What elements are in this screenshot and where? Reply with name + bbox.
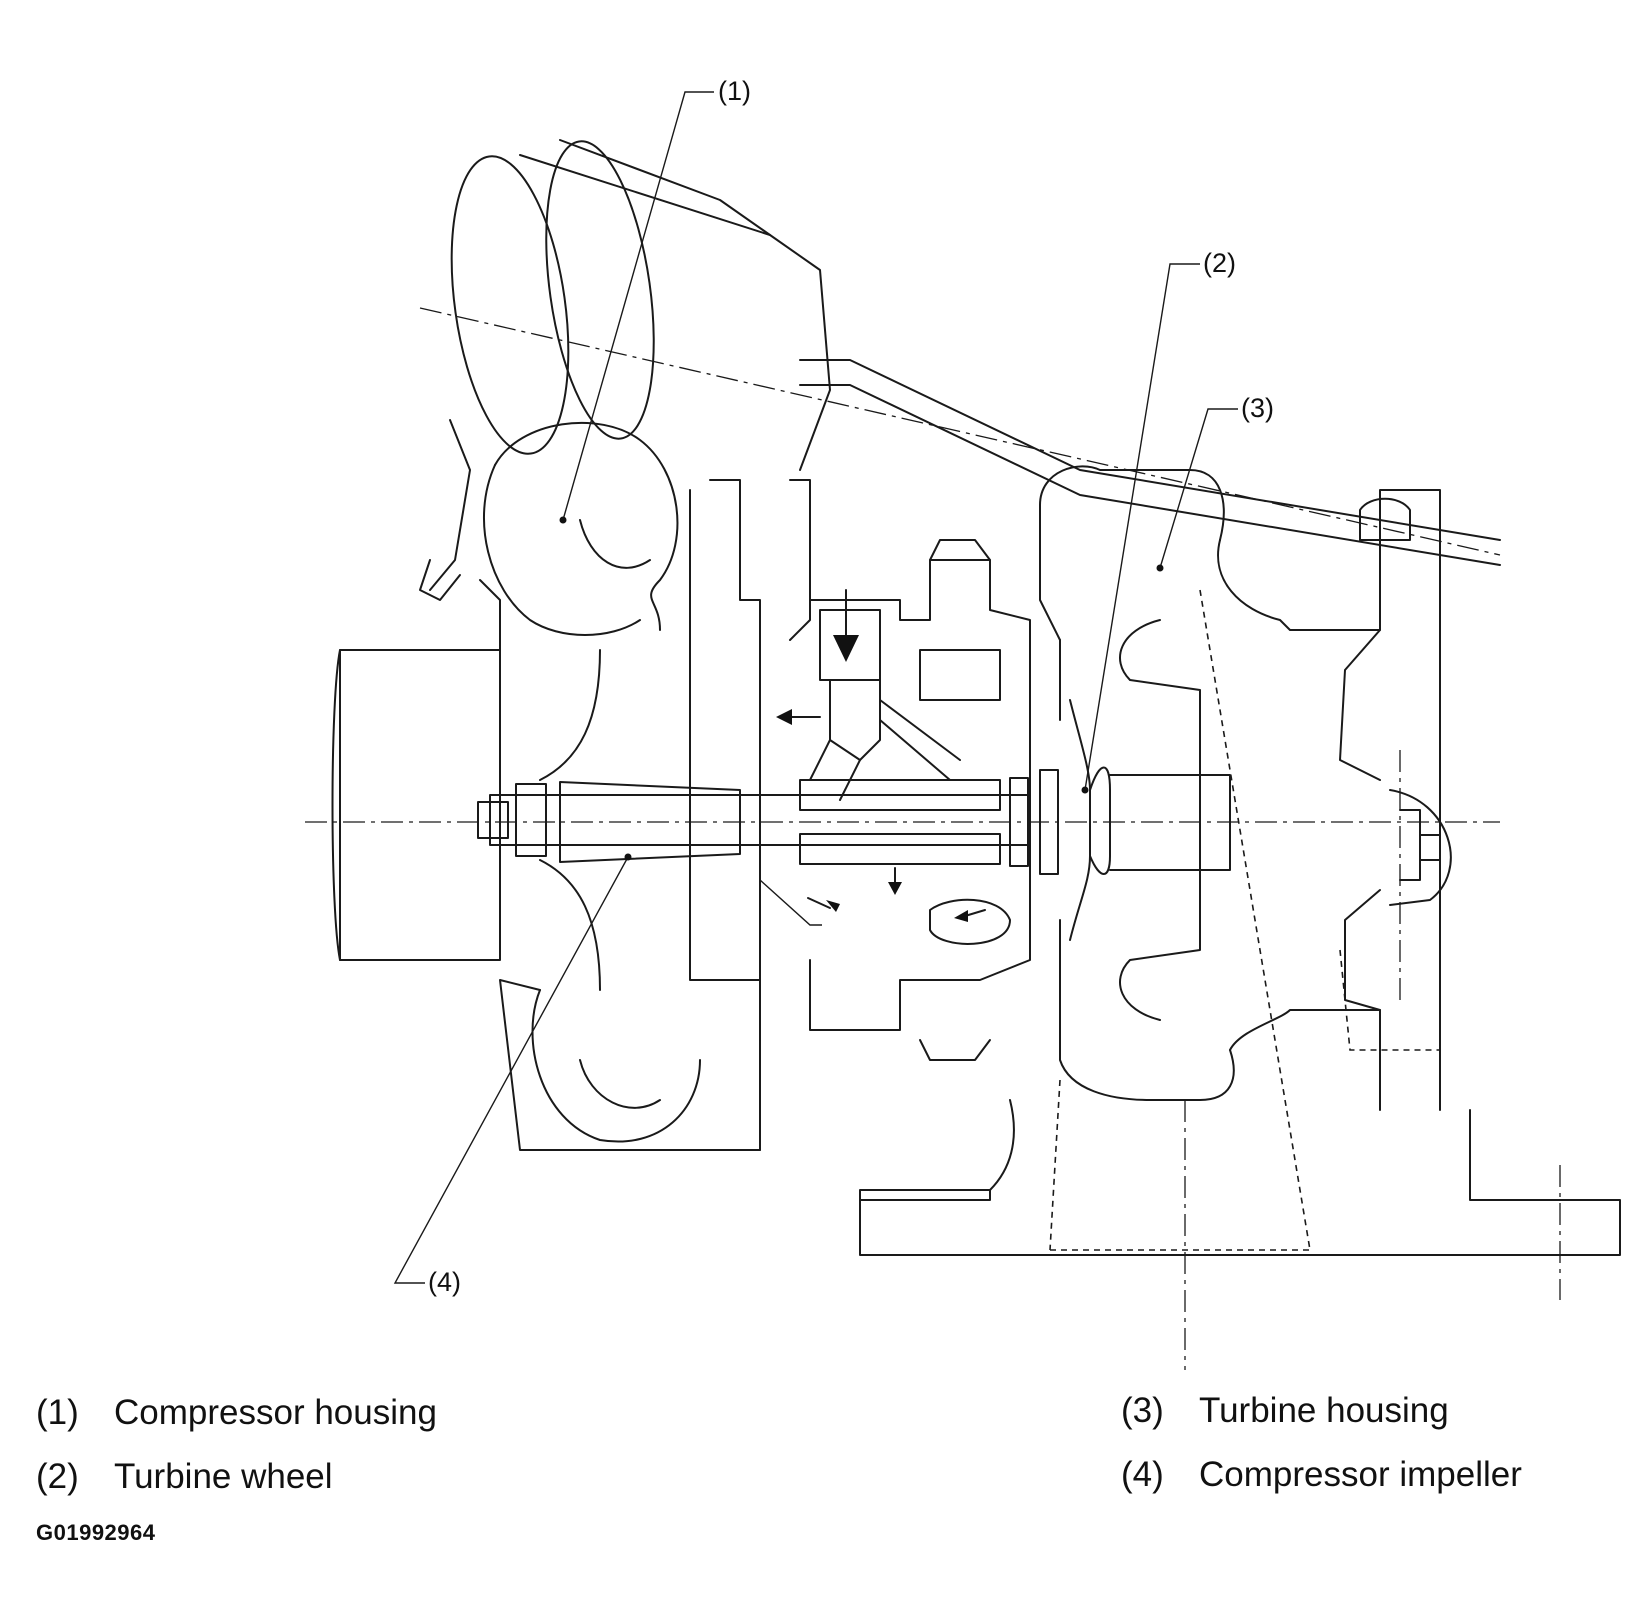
wastegate-actuator xyxy=(419,139,1501,601)
callout-1-label: (1) xyxy=(718,76,751,106)
legend-text: Compressor housing xyxy=(114,1393,437,1432)
bearing-housing xyxy=(689,479,1031,1151)
callout-leaders xyxy=(393,91,1238,1284)
callout-3-label: (3) xyxy=(1241,393,1274,423)
turbine-wheel-shape xyxy=(1059,639,1231,1001)
legend-item-compressor-housing: (1) Compressor housing xyxy=(36,1393,437,1433)
callout-4-label: (4) xyxy=(428,1267,461,1297)
figure-id: G01992964 xyxy=(36,1520,156,1545)
callout-2-label: (2) xyxy=(1203,248,1236,278)
compressor-housing-shape xyxy=(331,421,761,1151)
legend-text: Compressor impeller xyxy=(1199,1455,1522,1494)
actuator-centerline xyxy=(419,307,1501,556)
turbine-housing-shape xyxy=(1039,465,1452,1251)
rotor-shaft xyxy=(477,769,1059,875)
legend-text: Turbine wheel xyxy=(114,1457,333,1496)
legend-number: (3) xyxy=(1121,1391,1164,1430)
legend-number: (2) xyxy=(36,1457,79,1496)
turbine-outlet-flange xyxy=(859,1099,1621,1256)
legend-text: Turbine housing xyxy=(1199,1391,1449,1430)
legend-number: (4) xyxy=(1121,1455,1164,1494)
legend-item-compressor-impeller: (4) Compressor impeller xyxy=(1121,1455,1522,1495)
legend-number: (1) xyxy=(36,1393,79,1432)
legend-item-turbine-wheel: (2) Turbine wheel xyxy=(36,1457,333,1497)
oil-flow-arrows xyxy=(759,589,986,926)
legend-item-turbine-housing: (3) Turbine housing xyxy=(1121,1391,1449,1431)
